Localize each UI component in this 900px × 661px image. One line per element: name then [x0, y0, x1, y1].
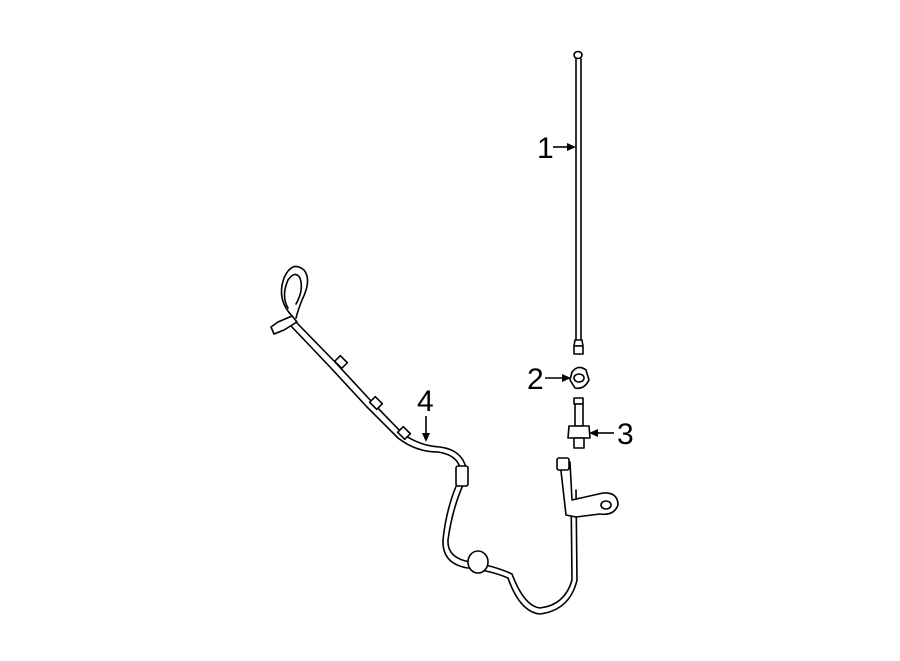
- antenna-cable: [270, 265, 619, 615]
- antenna-nut: [569, 366, 590, 390]
- callout-2-label: 2: [527, 363, 544, 396]
- callout-3-arrowhead: [589, 429, 598, 437]
- callout-4: 4: [417, 385, 434, 442]
- antenna-base: [567, 397, 591, 449]
- callout-4-arrowhead: [422, 433, 430, 442]
- callout-1-label: 1: [537, 132, 554, 165]
- callout-4-label: 4: [417, 385, 434, 418]
- callout-2: 2: [527, 363, 571, 396]
- callout-1-arrowhead: [567, 143, 576, 151]
- callout-3-label: 3: [617, 418, 634, 451]
- callout-3: 3: [589, 418, 634, 451]
- callout-2-arrowhead: [562, 374, 571, 382]
- antenna-mast: [573, 50, 584, 355]
- callout-1: 1: [537, 132, 576, 165]
